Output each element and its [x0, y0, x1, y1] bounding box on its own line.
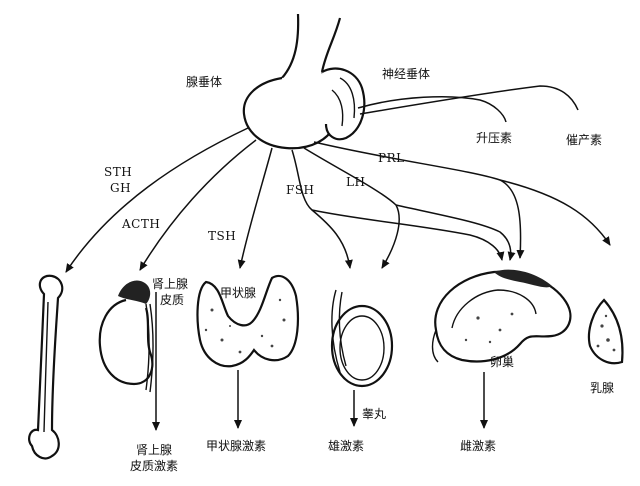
label-adrenal-cortex-line1: 肾上腺	[152, 277, 188, 291]
femur-shading	[43, 301, 49, 433]
label-gh: GH	[110, 181, 131, 195]
label-lh: LH	[346, 175, 365, 189]
ovary-target	[431, 269, 572, 363]
ovary-edge	[431, 329, 439, 363]
label-oxytocin: 催产素	[566, 133, 602, 147]
label-vasopressin: 升压素	[476, 131, 512, 145]
posterior-lobe-shading	[331, 77, 356, 127]
ovary-shading	[494, 269, 552, 288]
label-sth: STH	[104, 165, 132, 179]
pathway-acth	[139, 139, 257, 271]
thyroid-texture	[204, 298, 286, 354]
thyroid-target	[196, 274, 300, 368]
epididymis	[331, 289, 347, 373]
label-acth: ACTH	[121, 217, 160, 231]
label-cortical-hormone-line2: 皮质激素	[130, 459, 178, 473]
label-cortical-hormone-line1: 肾上腺	[136, 443, 172, 457]
label-adrenal-cortex-line2: 皮质	[160, 293, 184, 307]
label-prl: PRL	[378, 151, 405, 165]
pathway-prl-ovary	[313, 141, 525, 259]
ovary-texture	[464, 312, 514, 344]
pituitary-gland	[242, 13, 366, 150]
breast-outline	[587, 298, 624, 365]
adrenal-cap	[118, 280, 151, 304]
pathway-tsh	[237, 147, 273, 269]
adrenal-medulla-lines	[145, 303, 154, 393]
label-fsh: FSH	[286, 183, 315, 197]
labels: 腺垂体 神经垂体 升压素 催产素 STH GH ACTH TSH FSH LH …	[104, 67, 614, 473]
pathway-lh-testis	[303, 147, 400, 269]
breast-texture	[596, 314, 616, 352]
label-estrogen: 雌激素	[460, 438, 496, 453]
pathway-prl-breast	[499, 179, 611, 246]
pathway-fsh-ovary	[311, 209, 505, 261]
label-testis: 睾丸	[362, 406, 386, 421]
pituitary-stalk	[281, 13, 342, 79]
bone-target	[28, 274, 64, 460]
pathway-sth-gh	[65, 127, 249, 273]
breast-target	[587, 298, 624, 365]
pathways	[65, 85, 611, 431]
adrenal-target	[98, 280, 154, 393]
testis-target	[330, 289, 394, 388]
kidney-outline	[98, 298, 154, 386]
thyroid-lobes	[196, 274, 300, 368]
label-breast: 乳腺	[590, 381, 614, 395]
ovary-inner	[451, 289, 537, 329]
ovary-outline	[434, 270, 572, 363]
pathway-lh-ovary	[395, 204, 516, 261]
label-pituitary: 腺垂体	[186, 75, 222, 89]
label-androgen: 雄激素	[328, 438, 364, 453]
pathway-oxytocin	[359, 85, 579, 115]
testis-inner	[339, 315, 385, 381]
posterior-pituitary-lobe	[321, 67, 366, 141]
pathway-vasopressin	[357, 95, 507, 123]
label-neurohypophysis: 神经垂体	[382, 67, 430, 81]
pathway-fsh-testis	[291, 149, 353, 269]
label-thyroid-hormone: 甲状腺激素	[206, 439, 266, 453]
label-tsh: TSH	[208, 229, 236, 243]
label-ovary: 卵巢	[490, 355, 514, 369]
testis-outline	[330, 304, 394, 388]
label-thyroid: 甲状腺	[220, 286, 256, 300]
